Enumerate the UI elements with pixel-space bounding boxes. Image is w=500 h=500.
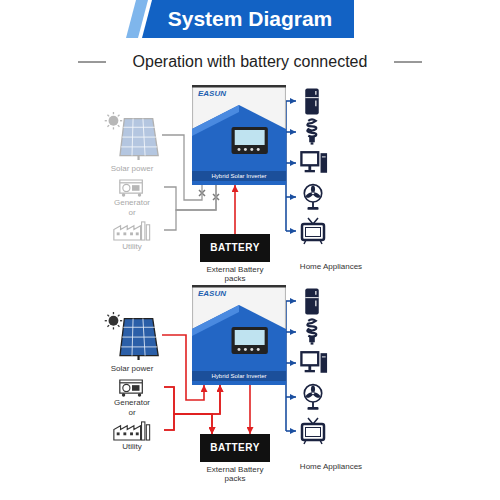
title-banner bbox=[142, 0, 354, 38]
connector-line bbox=[286, 196, 296, 198]
connector bbox=[164, 185, 216, 230]
connector-line bbox=[164, 387, 212, 434]
appliance-group: Home Appliances bbox=[296, 82, 366, 272]
title-text: System Diagram bbox=[150, 0, 350, 38]
power-source: Utility bbox=[100, 220, 164, 252]
battery-box: BATTERYExternal Battery packs bbox=[200, 234, 270, 262]
fridge-icon bbox=[305, 288, 319, 314]
bulb-icon bbox=[307, 319, 316, 344]
connector-line bbox=[234, 185, 236, 234]
node-subtext: Hybrid Solar Inverter bbox=[192, 371, 286, 381]
tv-icon bbox=[302, 218, 324, 244]
rule-left bbox=[78, 62, 106, 63]
node-subtext: Hybrid Solar Inverter bbox=[192, 171, 286, 181]
fan-icon bbox=[304, 185, 321, 210]
connector bbox=[286, 301, 296, 431]
node-text: Home Appliances bbox=[300, 262, 362, 272]
display-frame bbox=[232, 327, 268, 354]
fridge-icon bbox=[305, 88, 319, 114]
name-band bbox=[192, 171, 286, 181]
node-text: Utility bbox=[122, 242, 142, 252]
subtitle-text: Operation with battery connected bbox=[0, 52, 500, 71]
connector-line bbox=[286, 331, 296, 333]
fan-icon bbox=[304, 385, 321, 410]
inverter-front bbox=[192, 305, 286, 385]
computer-icon bbox=[301, 152, 327, 173]
utility-icon bbox=[114, 422, 150, 440]
inverter-case bbox=[193, 86, 286, 185]
battery-box: BATTERYExternal Battery packs bbox=[200, 434, 270, 462]
power-source: Generator bbox=[100, 178, 164, 208]
connector bbox=[235, 185, 236, 234]
node-text: Home Appliances bbox=[300, 462, 362, 472]
connector-line bbox=[286, 300, 296, 302]
inverter-box: EASUN Hybrid Solar Inverter bbox=[192, 85, 286, 185]
display-frame bbox=[232, 127, 268, 154]
power-source: Solar power bbox=[102, 312, 162, 374]
lcd-screen bbox=[235, 130, 265, 145]
utility-icon bbox=[114, 222, 150, 240]
power-source: Solar power bbox=[102, 112, 162, 174]
appliance-group: Home Appliances bbox=[296, 282, 366, 472]
connector bbox=[164, 414, 212, 434]
node-text: Solar power bbox=[111, 364, 154, 374]
node-text: BATTERY bbox=[210, 434, 260, 462]
connector-line bbox=[164, 185, 216, 210]
connector-line bbox=[286, 362, 296, 364]
node-subtext: External Battery packs bbox=[205, 465, 265, 483]
buttons bbox=[238, 348, 260, 351]
inverter-body bbox=[192, 285, 286, 385]
inverter-front bbox=[192, 105, 286, 185]
connector-line bbox=[164, 385, 220, 414]
power-source: Utility bbox=[100, 420, 164, 452]
connector bbox=[250, 385, 251, 434]
inverter-top-edge bbox=[192, 85, 286, 88]
inverter-top-edge bbox=[192, 285, 286, 288]
solar-panel-icon bbox=[105, 112, 158, 160]
connector-line bbox=[249, 385, 251, 434]
node-text: BATTERY bbox=[210, 234, 260, 262]
connector-line bbox=[286, 230, 296, 232]
node-text: Generator bbox=[114, 198, 150, 208]
connector-word: or bbox=[118, 207, 146, 218]
generator-icon bbox=[120, 380, 143, 397]
node-text: Solar power bbox=[111, 164, 154, 174]
generator-icon bbox=[120, 180, 143, 197]
inverter-body bbox=[192, 85, 286, 185]
connector-line bbox=[286, 430, 296, 432]
node-text: EASUN bbox=[192, 85, 286, 99]
connector-word: or bbox=[118, 407, 146, 418]
connector-line bbox=[164, 414, 212, 434]
connector-line bbox=[286, 131, 296, 133]
connector-line bbox=[286, 396, 296, 398]
connector bbox=[164, 185, 216, 210]
tv-icon bbox=[302, 418, 324, 444]
connector bbox=[164, 385, 220, 414]
node-subtext: External Battery packs bbox=[205, 265, 265, 283]
lcd-screen bbox=[235, 330, 265, 345]
node-text: Generator bbox=[114, 398, 150, 408]
connector-line bbox=[164, 185, 216, 230]
rule-right bbox=[394, 62, 422, 63]
computer-icon bbox=[301, 352, 327, 373]
name-band bbox=[192, 371, 286, 381]
bulb-icon bbox=[307, 119, 316, 144]
solar-panel-icon bbox=[105, 312, 158, 360]
inverter-box: EASUN Hybrid Solar Inverter bbox=[192, 285, 286, 385]
connector-line bbox=[286, 100, 296, 102]
node-text: EASUN bbox=[192, 285, 286, 299]
inverter-case bbox=[193, 286, 286, 385]
connector bbox=[164, 387, 212, 434]
connector bbox=[286, 101, 296, 231]
buttons bbox=[238, 148, 260, 151]
faded-sources bbox=[105, 112, 158, 240]
power-source: Generator bbox=[100, 378, 164, 408]
connector-line bbox=[286, 162, 296, 164]
node-text: Utility bbox=[122, 442, 142, 452]
